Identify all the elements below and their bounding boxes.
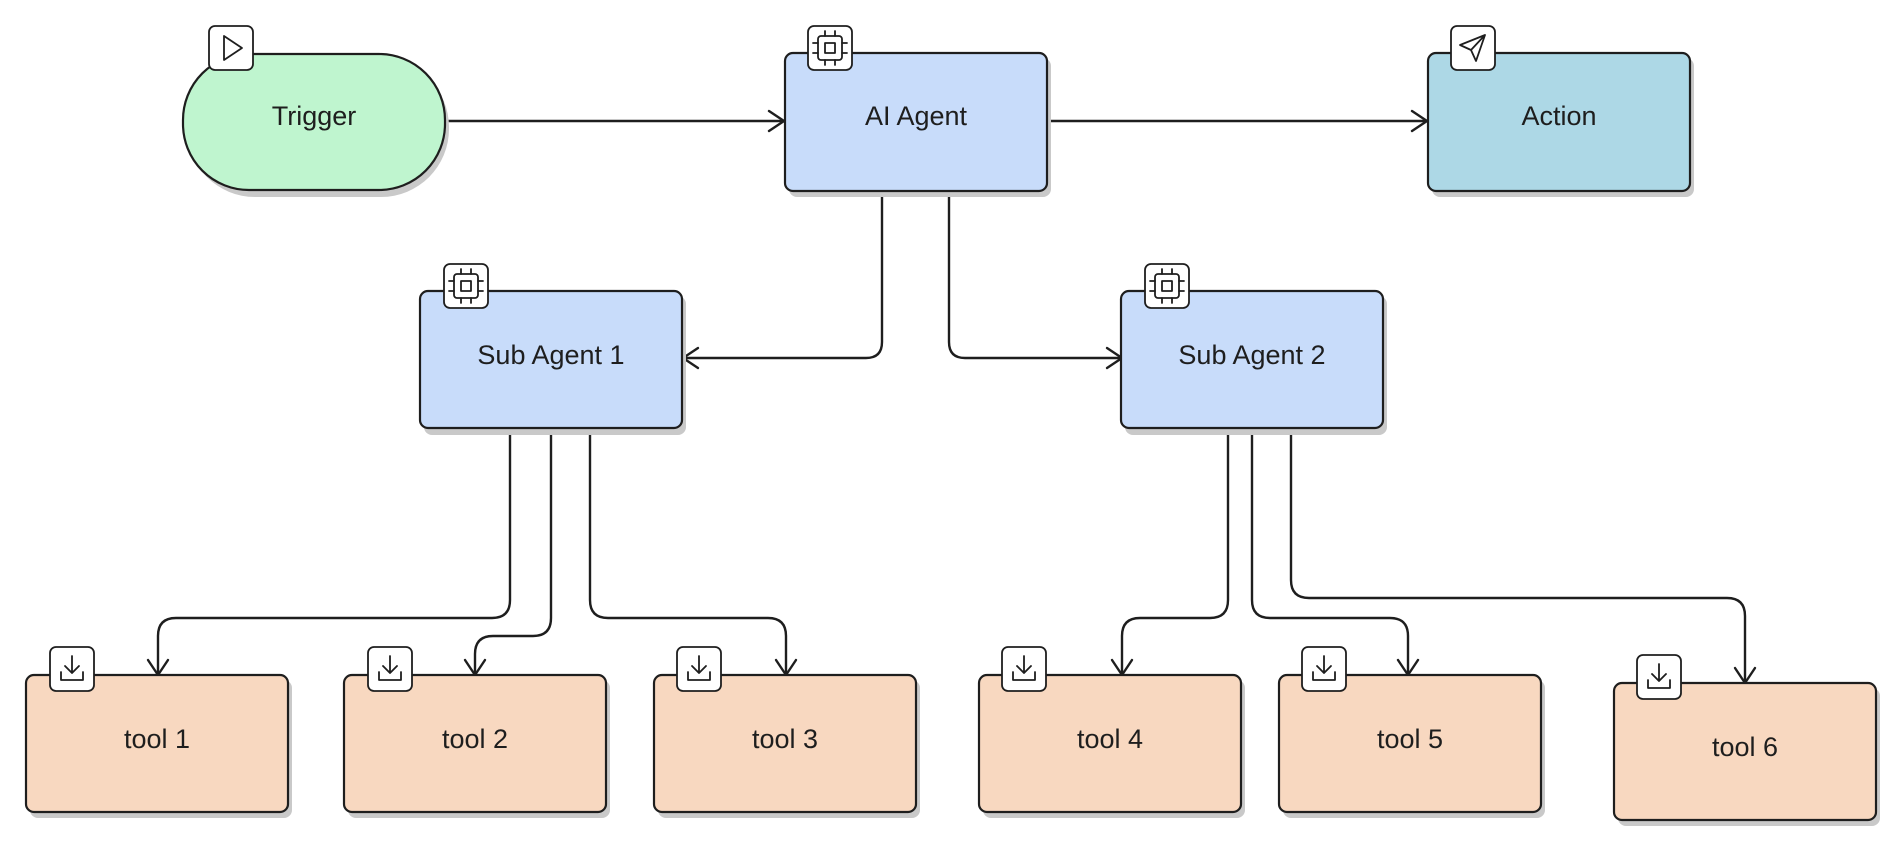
download-icon [49,646,95,692]
download-icon [1301,646,1347,692]
node-label-sub-agent-1: Sub Agent 1 [477,340,624,370]
edge-sub-agent-1-to-tool-3 [588,426,798,677]
cpu-chip-icon [807,25,853,71]
download-icon [676,646,722,692]
edge-ai-agent-to-action [1046,109,1429,133]
node-tool-2[interactable]: tool 2 [342,646,610,818]
node-label-tool-3: tool 3 [752,724,818,754]
edge-sub-agent-2-to-tool-4 [1110,426,1230,677]
node-label-tool-6: tool 6 [1712,732,1778,762]
edge-sub-agent-2-to-tool-6 [1289,426,1757,685]
node-trigger[interactable]: Trigger [181,25,449,197]
play-icon [208,25,254,71]
node-sub-agent-2[interactable]: Sub Agent 2 [1119,263,1387,435]
node-label-ai-agent: AI Agent [865,101,968,131]
node-label-tool-1: tool 1 [124,724,190,754]
send-icon [1450,25,1496,71]
node-label-tool-2: tool 2 [442,724,508,754]
edge-trigger-to-ai-agent [445,109,786,133]
node-tool-3[interactable]: tool 3 [652,646,920,818]
edge-sub-agent-1-to-tool-2 [463,426,553,677]
edge-ai-agent-to-sub-agent-1 [681,189,884,370]
node-label-tool-4: tool 4 [1077,724,1143,754]
edges [146,109,1757,685]
download-icon [1001,646,1047,692]
cpu-chip-icon [443,263,489,309]
download-icon [367,646,413,692]
node-label-sub-agent-2: Sub Agent 2 [1178,340,1325,370]
node-tool-6[interactable]: tool 6 [1612,654,1880,826]
edge-ai-agent-to-sub-agent-2 [947,189,1124,370]
node-tool-5[interactable]: tool 5 [1277,646,1545,818]
node-tool-1[interactable]: tool 1 [24,646,292,818]
node-label-trigger: Trigger [272,101,357,131]
download-icon [1636,654,1682,700]
cpu-chip-icon [1144,263,1190,309]
node-label-action: Action [1521,101,1596,131]
node-ai-agent[interactable]: AI Agent [783,25,1051,197]
node-tool-4[interactable]: tool 4 [977,646,1245,818]
edge-sub-agent-2-to-tool-5 [1250,426,1420,677]
node-action[interactable]: Action [1426,25,1694,197]
node-sub-agent-1[interactable]: Sub Agent 1 [418,263,686,435]
edge-sub-agent-1-to-tool-1 [146,426,512,677]
node-label-tool-5: tool 5 [1377,724,1443,754]
